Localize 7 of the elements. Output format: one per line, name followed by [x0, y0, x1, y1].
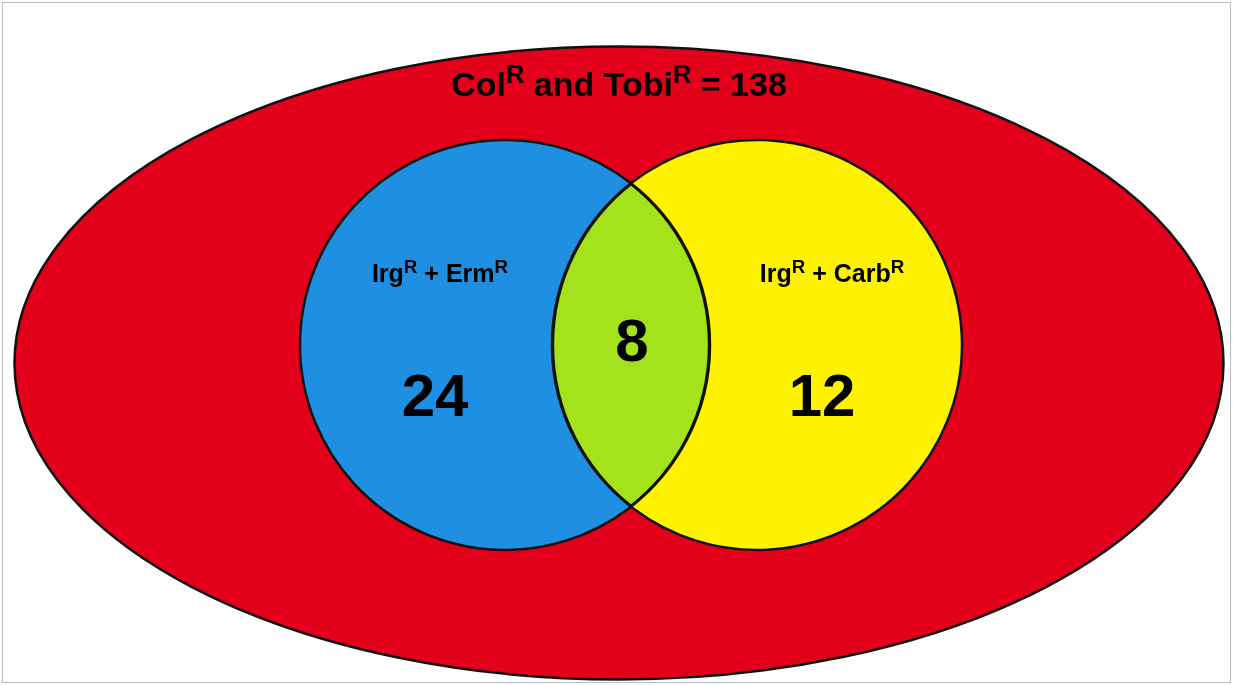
venn-overlap: [552, 183, 710, 507]
set-label: Irg$^{R}$ + Carb$^{R}$: [758, 258, 906, 289]
count-value: 24: [400, 361, 470, 431]
set-label: Col$^{R}$ and Tobi$^{R}$ = 138: [450, 63, 788, 105]
count-value: 8: [614, 306, 650, 376]
set-label: Irg$^{R}$ + Erm$^{R}$: [370, 258, 510, 289]
count-value: 12: [787, 361, 857, 431]
